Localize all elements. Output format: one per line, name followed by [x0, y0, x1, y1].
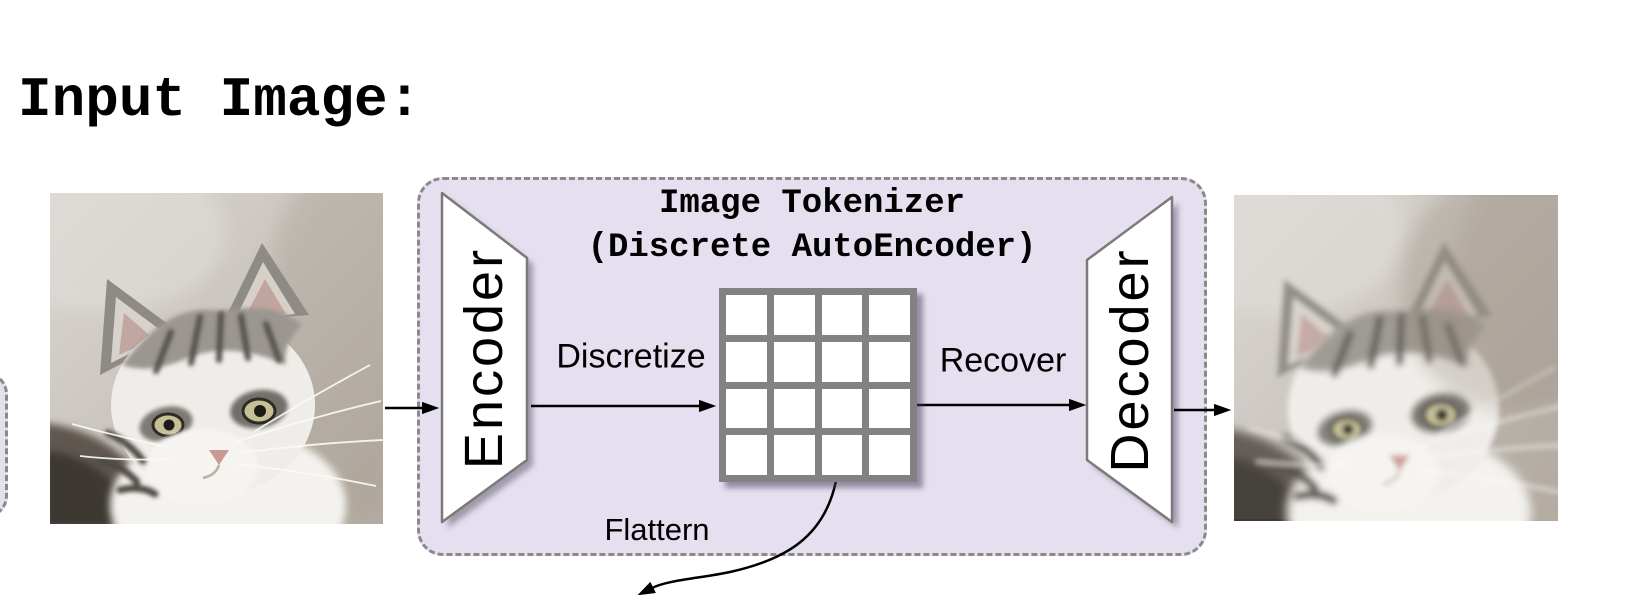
token-cell — [726, 341, 767, 382]
token-cell — [821, 388, 863, 429]
discretize-label: Discretize — [556, 337, 706, 376]
token-cell — [726, 295, 767, 335]
recover-label: Recover — [939, 341, 1067, 380]
page-title: Input Image: — [18, 68, 422, 132]
flatten-curve-arrow — [637, 480, 838, 595]
encoder-label: Encoder — [454, 246, 514, 470]
token-cell — [726, 435, 767, 475]
tokenizer-title: Image Tokenizer (Discrete AutoEncoder) — [417, 182, 1207, 270]
token-cell — [773, 295, 815, 335]
reconstructed-cat-image — [1234, 195, 1558, 521]
flatten-label: Flattern — [604, 512, 710, 547]
token-cell — [869, 295, 910, 335]
decoder-trapezoid — [1085, 195, 1174, 524]
tokenizer-title-line2: (Discrete AutoEncoder) — [587, 229, 1037, 267]
wall-shadow — [1399, 195, 1558, 411]
encoder-trapezoid — [440, 191, 529, 524]
token-cell — [821, 435, 863, 475]
token-cell — [773, 435, 815, 475]
token-cell — [869, 341, 910, 382]
token-cell — [869, 388, 910, 429]
token-cell — [821, 341, 863, 382]
token-cell — [869, 435, 910, 475]
token-cell — [726, 388, 767, 429]
token-cell — [821, 295, 863, 335]
decoder-label: Decoder — [1100, 247, 1160, 473]
token-cell — [773, 341, 815, 382]
token-grid — [719, 288, 917, 482]
tokenizer-title-line1: Image Tokenizer — [658, 185, 966, 223]
token-cell — [773, 388, 815, 429]
